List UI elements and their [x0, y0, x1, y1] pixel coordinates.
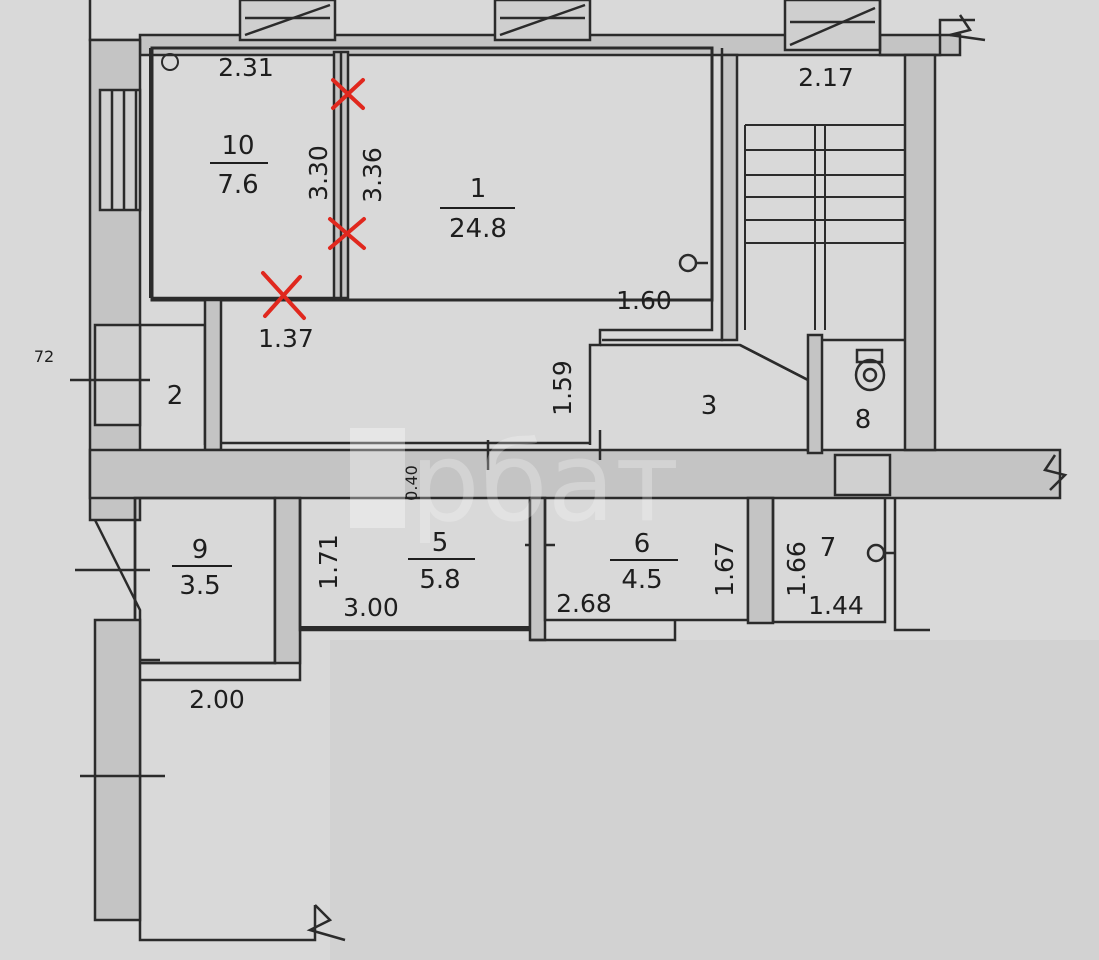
room-8-number: 8	[855, 405, 872, 435]
room-1-area: 24.8	[449, 214, 507, 244]
room-5-area: 5.8	[419, 565, 460, 595]
cross-mark-icon	[331, 78, 365, 110]
room-10-area: 7.6	[217, 170, 258, 200]
room-7-number: 7	[820, 533, 837, 563]
room-10-number: 10	[221, 131, 254, 161]
dim-0-40: 0.40	[402, 465, 421, 501]
dim-1-37: 1.37	[258, 324, 314, 353]
vent-icon	[161, 53, 179, 71]
dim-1-44: 1.44	[808, 591, 864, 620]
room-6-area: 4.5	[621, 565, 662, 595]
room-1-number: 1	[470, 174, 487, 204]
window-left-2	[93, 323, 142, 427]
room-6-number: 6	[634, 529, 651, 559]
dim-1-60: 1.60	[616, 286, 672, 315]
watermark-text: рбат	[410, 418, 679, 546]
room-2-number: 2	[167, 381, 184, 411]
dim-2-17: 2.17	[798, 63, 854, 92]
cross-mark-icon	[328, 217, 366, 250]
watermark-logo: рбат	[350, 418, 679, 546]
window-left	[98, 88, 142, 212]
room-5-number: 5	[432, 528, 449, 558]
dim-2-00: 2.00	[189, 685, 245, 714]
dim-1-66: 1.66	[782, 541, 811, 597]
dim-3-36: 3.36	[358, 147, 387, 203]
dim-3-00: 3.00	[343, 593, 399, 622]
room-9-number: 9	[192, 535, 209, 565]
cross-mark-icon	[261, 271, 306, 320]
dim-1-67: 1.67	[710, 541, 739, 597]
dim-3-30: 3.30	[304, 145, 333, 201]
dim-2-68: 2.68	[556, 589, 612, 618]
window-top-3	[783, 0, 882, 52]
room-3-number: 3	[701, 391, 718, 421]
dim-1-71: 1.71	[314, 534, 343, 590]
dim-72: 72	[34, 347, 54, 366]
dim-2-31: 2.31	[218, 53, 274, 82]
room-9-area: 3.5	[179, 571, 220, 601]
red-marks	[261, 78, 366, 320]
walls	[70, 0, 1068, 942]
dim-1-59: 1.59	[548, 360, 577, 416]
paper-shade	[330, 640, 1099, 960]
